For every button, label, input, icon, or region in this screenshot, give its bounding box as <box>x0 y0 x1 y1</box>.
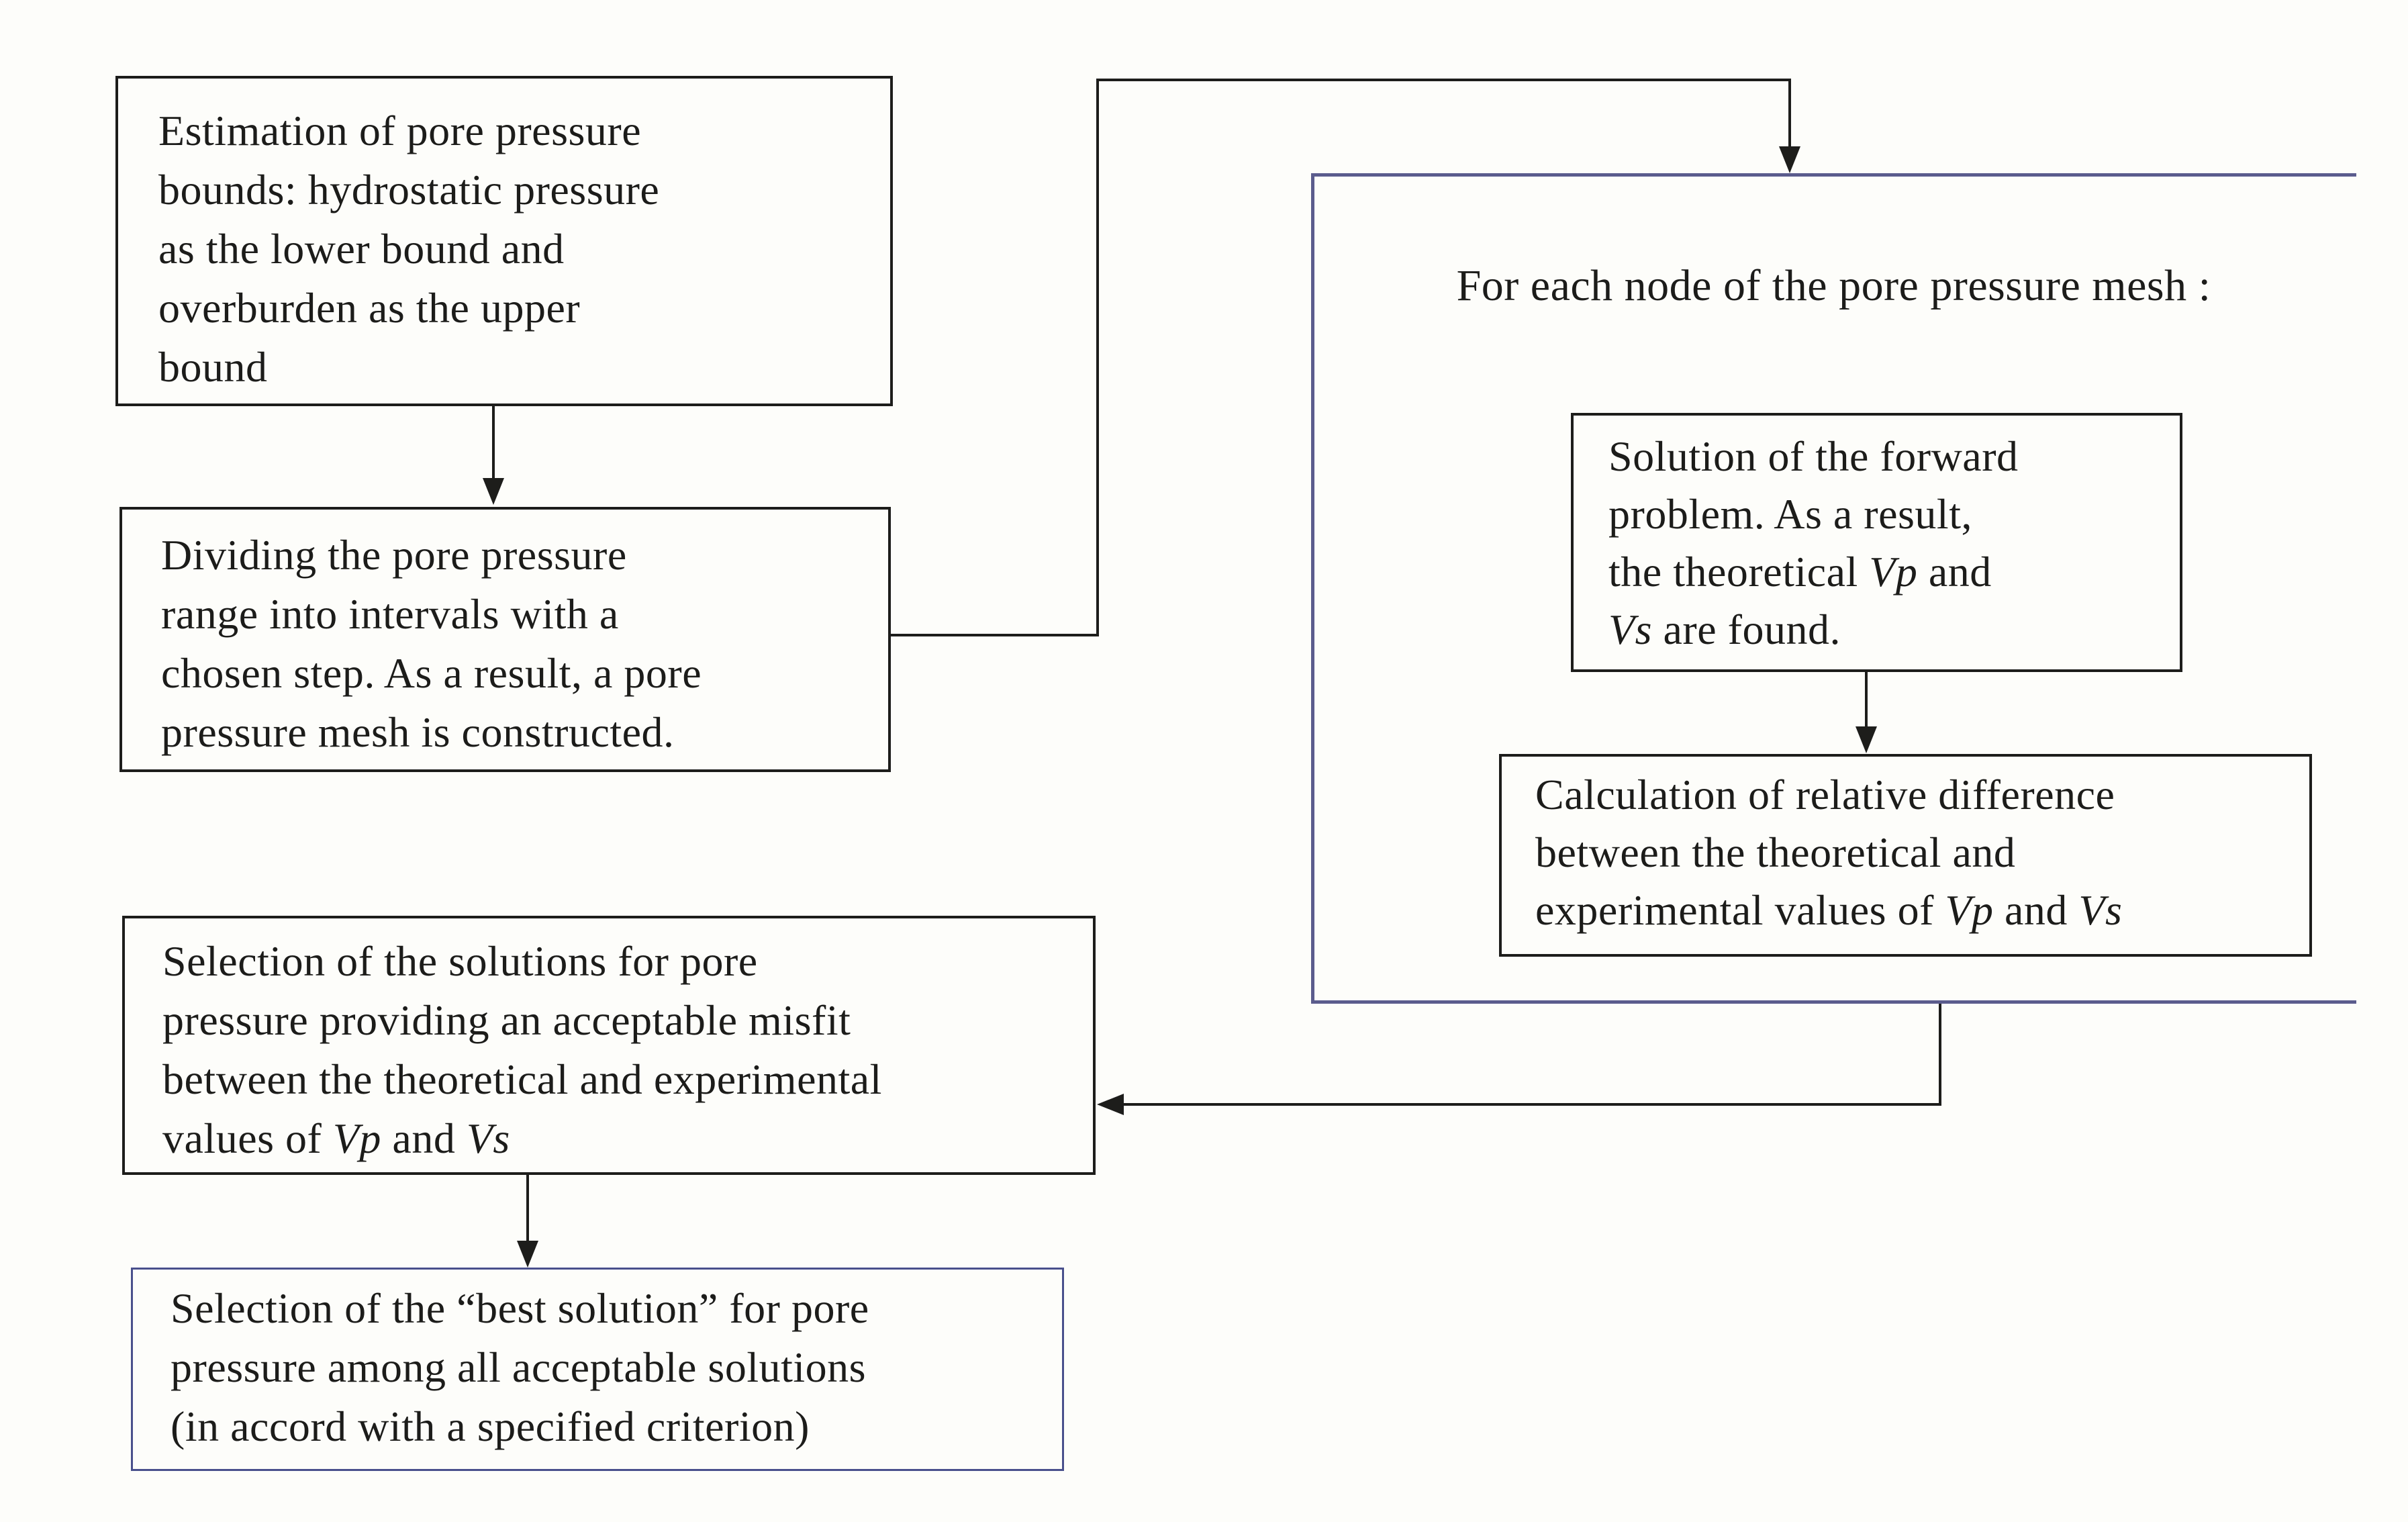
forward-line-text: the theoretical <box>1608 548 1870 596</box>
estimation-line: Estimation of pore pressure <box>158 107 642 154</box>
for-each-node-label: For each node of the pore pressure mesh … <box>1456 261 2211 310</box>
difference-line-text: experimental values of <box>1535 886 1945 934</box>
vs-symbol: Vs <box>1608 606 1652 653</box>
selection-line: between the theoretical and experimental <box>162 1055 882 1103</box>
vs-symbol: Vs <box>2078 886 2123 934</box>
connector-loop-to-selection-head <box>1097 1094 1124 1115</box>
connector-dividing-to-loop-segment <box>1788 79 1791 147</box>
forward-line: the theoretical Vp and <box>1608 543 2166 601</box>
for-each-node-loop-box <box>1311 173 2356 1004</box>
estimation-line: overburden as the upper <box>158 284 581 332</box>
arrow-selection-to-best-head <box>517 1241 538 1268</box>
vp-symbol: Vp <box>332 1114 381 1162</box>
dividing-line: pressure mesh is constructed. <box>161 708 675 756</box>
vs-symbol: Vs <box>466 1114 510 1162</box>
vp-symbol: Vp <box>1869 548 1918 596</box>
forward-line-text: are found. <box>1652 606 1841 653</box>
connector-dividing-to-loop-segment <box>1096 79 1791 81</box>
connector-dividing-to-loop-head <box>1779 146 1800 173</box>
best-line: pressure among all acceptable solutions <box>171 1343 867 1391</box>
forward-line-text: and <box>1917 548 1992 596</box>
dividing-range-box: Dividing the pore pressure range into in… <box>119 507 891 772</box>
selection-solutions-box: Selection of the solutions for pore pres… <box>122 916 1096 1175</box>
connector-loop-to-selection-segment <box>1939 1004 1941 1104</box>
arrow-forward-to-difference-line <box>1865 672 1868 727</box>
arrow-estimation-to-dividing-head <box>483 478 504 505</box>
forward-line: Vs are found. <box>1608 601 2166 659</box>
selection-line: Selection of the solutions for pore <box>162 937 758 985</box>
selection-line-text: values of <box>162 1114 333 1162</box>
relative-difference-box: Calculation of relative difference betwe… <box>1499 754 2312 957</box>
difference-line: experimental values of Vp and Vs <box>1535 882 2296 939</box>
vp-symbol: Vp <box>1945 886 1994 934</box>
dividing-line: range into intervals with a <box>161 590 619 638</box>
arrow-forward-to-difference-head <box>1856 726 1877 753</box>
difference-line: between the theoretical and <box>1535 828 2016 876</box>
forward-problem-box: Solution of the forward problem. As a re… <box>1571 413 2182 672</box>
difference-line-text: and <box>1993 886 2079 934</box>
dividing-line: Dividing the pore pressure <box>161 531 627 579</box>
forward-line: problem. As a result, <box>1608 490 1972 538</box>
forward-line: Solution of the forward <box>1608 432 2019 480</box>
selection-line: pressure providing an acceptable misfit <box>162 996 851 1044</box>
difference-line: Calculation of relative difference <box>1535 771 2115 818</box>
estimation-line: bounds: hydrostatic pressure <box>158 166 660 213</box>
connector-loop-to-selection-segment <box>1121 1103 1941 1106</box>
connector-dividing-to-loop-segment <box>1096 79 1099 636</box>
best-solution-box: Selection of the “best solution” for por… <box>131 1268 1064 1471</box>
dividing-line: chosen step. As a result, a pore <box>161 649 702 697</box>
best-line: Selection of the “best solution” for por… <box>171 1284 869 1332</box>
estimation-line: bound <box>158 343 268 391</box>
estimation-line: as the lower bound and <box>158 225 565 273</box>
selection-line: values of Vp and Vs <box>162 1109 1079 1168</box>
arrow-estimation-to-dividing-line <box>492 406 495 479</box>
selection-line-text: and <box>381 1114 467 1162</box>
connector-dividing-to-loop-segment <box>891 634 1099 636</box>
best-line: (in accord with a specified criterion) <box>171 1402 810 1450</box>
arrow-selection-to-best-line <box>526 1175 529 1243</box>
estimation-bounds-box: Estimation of pore pressure bounds: hydr… <box>115 76 893 406</box>
